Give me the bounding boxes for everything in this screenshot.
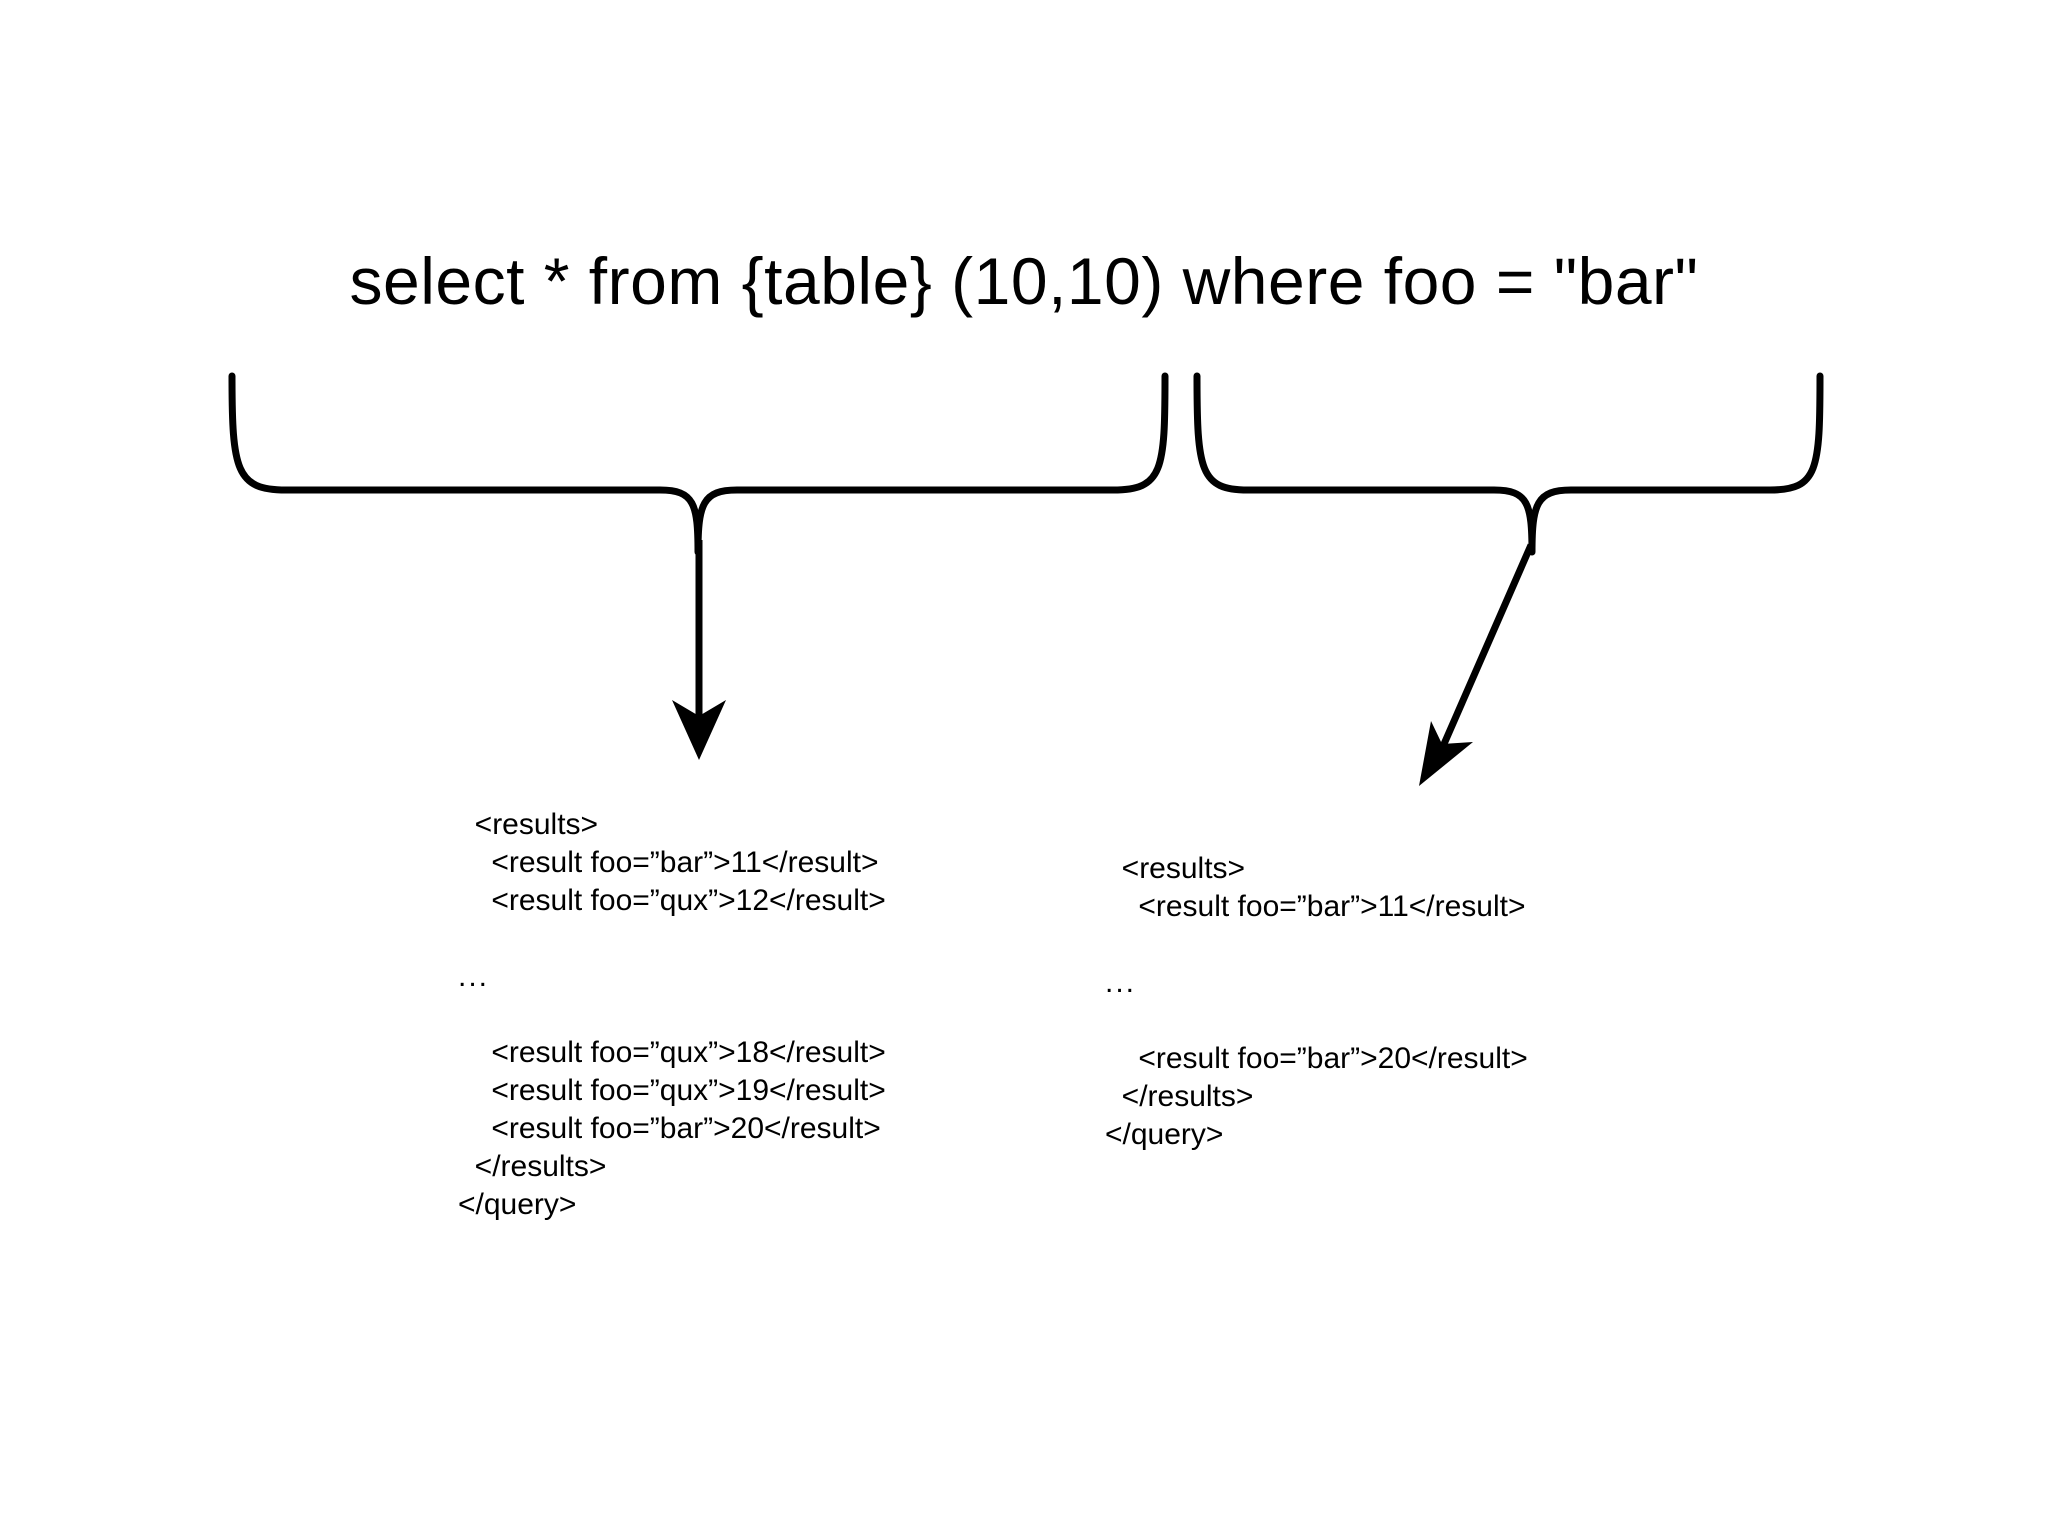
filtered-result-set-code: <results> <result foo=”bar”>11</result> … [1105,850,1528,1154]
code-line: <result foo=”qux”>12</result> [458,884,886,917]
code-line: </query> [1105,1118,1224,1151]
code-line-blank [1105,1002,1528,1040]
code-line: <results> [1105,852,1246,885]
query-title: select * from {table} (10,10) where foo … [349,244,1699,318]
code-line: </query> [458,1188,577,1221]
code-line: <result foo=”bar”>11</result> [458,846,879,879]
full-result-set-code: <results> <result foo=”bar”>11</result> … [458,806,886,1224]
left-brace-curve [228,372,1169,556]
left-arrow-head [672,700,726,760]
code-line: </results> [458,1150,607,1183]
right-brace-group [1193,372,1824,786]
code-line: </results> [1105,1080,1254,1113]
code-line-blank [458,920,886,958]
code-line: ... [458,960,490,993]
code-line: <result foo=”bar”>20</result> [458,1112,881,1145]
code-line: <result foo=”bar”>20</result> [1105,1042,1528,1075]
code-line-blank [1105,926,1528,964]
left-brace-group [228,372,1169,760]
code-line: <result foo=”bar”>11</result> [1105,890,1526,923]
code-line: ... [1105,966,1137,999]
code-line: <result foo=”qux”>18</result> [458,1036,886,1069]
code-line-blank [458,996,886,1034]
right-arrow-stem [1433,543,1535,762]
code-line: <results> [458,808,599,841]
right-arrow-head [1419,721,1473,786]
right-brace-curve [1193,372,1824,556]
code-line: <result foo=”qux”>19</result> [458,1074,886,1107]
